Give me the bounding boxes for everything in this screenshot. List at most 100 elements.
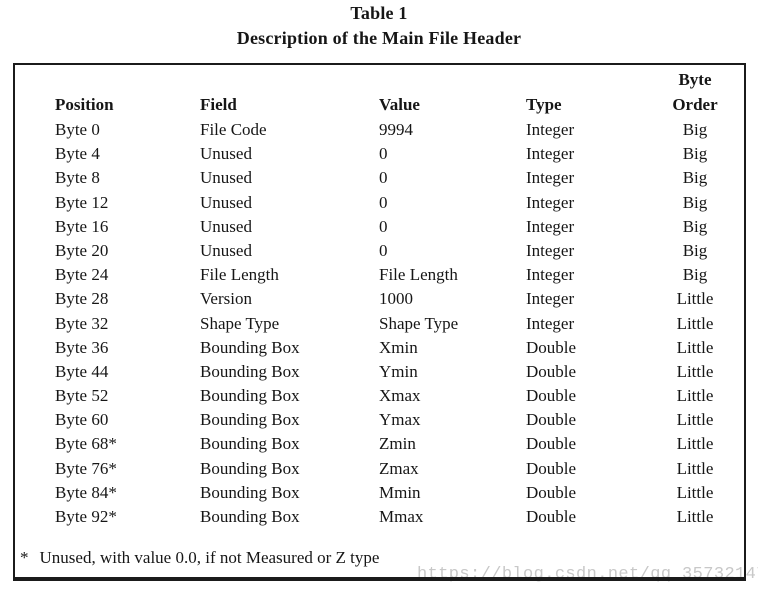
cell-position: Byte 4	[55, 144, 100, 164]
cell-position: Byte 68*	[55, 434, 117, 454]
cell-value: 0	[379, 168, 388, 188]
cell-type: Double	[526, 337, 577, 357]
cell-position: Byte 52	[55, 386, 109, 406]
cell-position: Byte 92*	[55, 507, 117, 526]
cell-field: File Code	[200, 120, 267, 139]
cell-value: Ymax	[379, 410, 421, 430]
table-footnote: * Unused, with value 0.0, if not Measured…	[20, 546, 379, 570]
cell-type: Integer	[526, 313, 575, 333]
table-title-description: Description of the Main File Header	[236, 28, 522, 48]
cell-value: 0	[379, 144, 388, 164]
cell-position: Byte 12	[55, 192, 109, 212]
cell-field: Bounding Box	[200, 386, 300, 406]
cell-field: Bounding Box	[200, 434, 300, 454]
cell-field: Bounding Box	[200, 458, 300, 478]
cell-position: Byte 32	[55, 313, 109, 333]
cell-position: Byte 28	[55, 289, 109, 309]
cell-type: Integer	[526, 168, 575, 188]
cell-field: Unused	[200, 168, 252, 188]
cell-value: 0	[379, 240, 388, 260]
cell-byte-order: Little	[676, 289, 714, 309]
cell-type: Double	[526, 361, 577, 381]
cell-byte-order: Little	[676, 361, 714, 381]
footnote-text: Unused, with value 0.0, if not Measured …	[39, 548, 380, 567]
table-header-row: Position Field Value Type Order	[15, 93, 740, 117]
cell-field: Bounding Box	[200, 337, 300, 357]
cell-position: Byte 20	[55, 240, 109, 260]
cell-value: 0	[379, 216, 388, 236]
cell-type: Integer	[526, 240, 575, 260]
cell-byte-order: Little	[676, 386, 714, 406]
cell-type: Double	[526, 458, 577, 478]
cell-type: Integer	[526, 265, 575, 285]
cell-value: Ymin	[379, 361, 418, 381]
cell-type: Double	[526, 507, 577, 526]
table-title-number: Table 1	[350, 3, 408, 23]
cell-field: Unused	[200, 216, 252, 236]
cell-type: Integer	[526, 192, 575, 212]
cell-byte-order: Big	[682, 120, 708, 139]
cell-field: Bounding Box	[200, 507, 300, 526]
cell-type: Double	[526, 434, 577, 454]
column-header-byte-order-line2: Order	[672, 95, 718, 114]
cell-field: Shape Type	[200, 313, 280, 333]
table-title: Table 1 Description of the Main File Hea…	[0, 1, 758, 51]
cell-byte-order: Big	[682, 144, 708, 164]
cell-position: Byte 76*	[55, 458, 117, 478]
cell-byte-order: Little	[676, 313, 714, 333]
cell-byte-order: Little	[676, 458, 714, 478]
table-row: Byte 0 File Code 9994 Integer Big	[15, 118, 740, 142]
cell-field: Version	[200, 289, 252, 309]
cell-field: Bounding Box	[200, 410, 300, 430]
cell-position: Byte 8	[55, 168, 100, 188]
cell-position: Byte 84*	[55, 482, 117, 502]
cell-value: 0	[379, 192, 388, 212]
cell-type: Integer	[526, 144, 575, 164]
cell-field: Unused	[200, 192, 252, 212]
cell-byte-order: Big	[682, 168, 708, 188]
cell-byte-order: Big	[682, 240, 708, 260]
cell-field: Unused	[200, 240, 252, 260]
cell-position: Byte 24	[55, 265, 109, 285]
cell-type: Double	[526, 482, 577, 502]
table-row: Byte 12 Unused 0 Integer Big	[15, 191, 740, 215]
cell-type: Integer	[526, 120, 575, 139]
table-row: Byte 32 Shape Type Shape Type Integer Little	[15, 312, 740, 336]
cell-byte-order: Big	[682, 192, 708, 212]
column-header-byte-order-line1: Byte	[678, 70, 712, 89]
table-row: Byte 20 Unused 0 Integer Big	[15, 239, 740, 263]
cell-position: Byte 44	[55, 361, 109, 381]
cell-value: Shape Type	[379, 313, 459, 333]
main-file-header-table: Byte Position Field Value Type Order Byt…	[13, 63, 746, 581]
cell-byte-order: Little	[676, 482, 714, 502]
cell-value: Xmax	[379, 386, 421, 406]
cell-field: File Length	[200, 265, 279, 285]
column-header-field: Field	[200, 95, 237, 114]
column-header-position: Position	[55, 95, 114, 114]
cell-byte-order: Little	[676, 434, 714, 454]
column-header-value: Value	[379, 95, 420, 114]
cell-byte-order: Big	[682, 216, 708, 236]
cell-value: Mmin	[379, 482, 421, 502]
cell-value: Xmin	[379, 337, 418, 357]
cell-value: File Length	[379, 265, 458, 285]
column-header-type: Type	[526, 95, 562, 114]
cell-position: Byte 0	[55, 120, 100, 139]
table-row: Byte 8 Unused 0 Integer Big	[15, 166, 740, 190]
table-row: Byte 68* Bounding Box Zmin Double Little	[15, 432, 740, 456]
cell-value: 9994	[379, 120, 413, 139]
footnote-asterisk: *	[20, 548, 29, 567]
cell-type: Integer	[526, 216, 575, 236]
cell-value: Zmin	[379, 434, 416, 454]
